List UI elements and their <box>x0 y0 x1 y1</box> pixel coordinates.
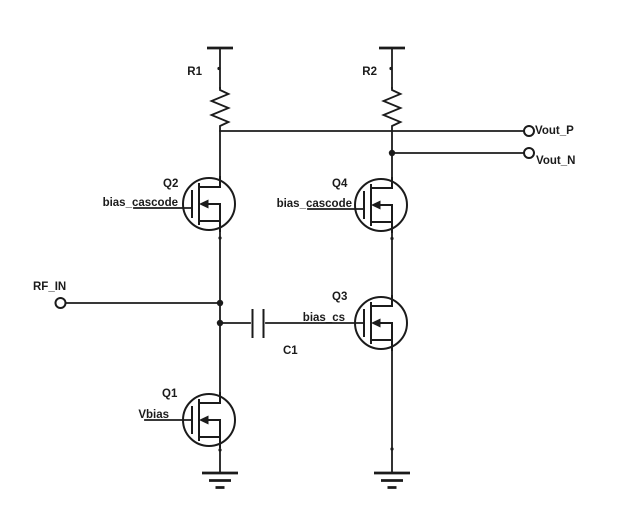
label-R1: R1 <box>187 66 202 78</box>
label-vout-p: Vout_P <box>535 125 574 137</box>
pin-dot <box>390 447 394 451</box>
label-q1-gate-net: Vbias <box>138 409 169 421</box>
junction-dots <box>216 66 396 452</box>
pin-dot <box>390 236 394 241</box>
ground-symbol-left <box>202 471 238 489</box>
transistor-Q1: Q1 Vbias <box>138 388 236 448</box>
label-Q3: Q3 <box>332 291 347 303</box>
label-C1: C1 <box>283 345 298 357</box>
terminal-circle-icon <box>523 125 535 137</box>
label-rf-in: RF_IN <box>33 281 66 293</box>
nmos-symbol-icon <box>182 176 236 232</box>
pin-dot <box>218 236 222 240</box>
port-vout-p: Vout_P <box>523 125 574 137</box>
nmos-symbol-icon <box>354 177 408 233</box>
label-q2-gate-net: bias_cascode <box>103 197 178 209</box>
label-vout-n: Vout_N <box>536 155 575 167</box>
terminal-circle-icon <box>523 147 535 159</box>
label-Q4: Q4 <box>332 178 348 190</box>
port-vout-n: Vout_N <box>523 147 575 167</box>
label-q4-gate-net: bias_cascode <box>277 198 352 210</box>
resistor-R1: R1 <box>187 66 231 178</box>
ground-symbol-right <box>374 471 410 489</box>
resistor-R2: R2 <box>362 66 403 179</box>
junction-dot <box>388 149 396 157</box>
capacitor-C1: C1 <box>219 309 365 357</box>
label-Q2: Q2 <box>163 178 178 190</box>
resistor-zigzag-icon <box>381 87 403 179</box>
terminal-circle-icon <box>54 297 67 309</box>
pin-dot <box>218 448 222 452</box>
junction-dot <box>216 319 224 327</box>
ground-bars-icon <box>374 471 410 489</box>
pin-dot <box>217 66 221 71</box>
resistor-zigzag-icon <box>209 87 231 178</box>
junction-dot <box>216 299 224 307</box>
ground-bars-icon <box>202 471 238 489</box>
transistor-Q3: Q3 bias_cs <box>303 291 408 351</box>
transistor-Q4: Q4 bias_cascode <box>277 177 408 233</box>
pin-dot <box>389 66 393 71</box>
capacitor-plates-icon <box>251 309 265 338</box>
port-rf-in: RF_IN <box>33 281 221 309</box>
label-q3-gate-net: bias_cs <box>303 312 345 324</box>
label-R2: R2 <box>362 66 377 78</box>
label-Q1: Q1 <box>162 388 178 400</box>
transistor-Q2: Q2 bias_cascode <box>103 176 236 232</box>
